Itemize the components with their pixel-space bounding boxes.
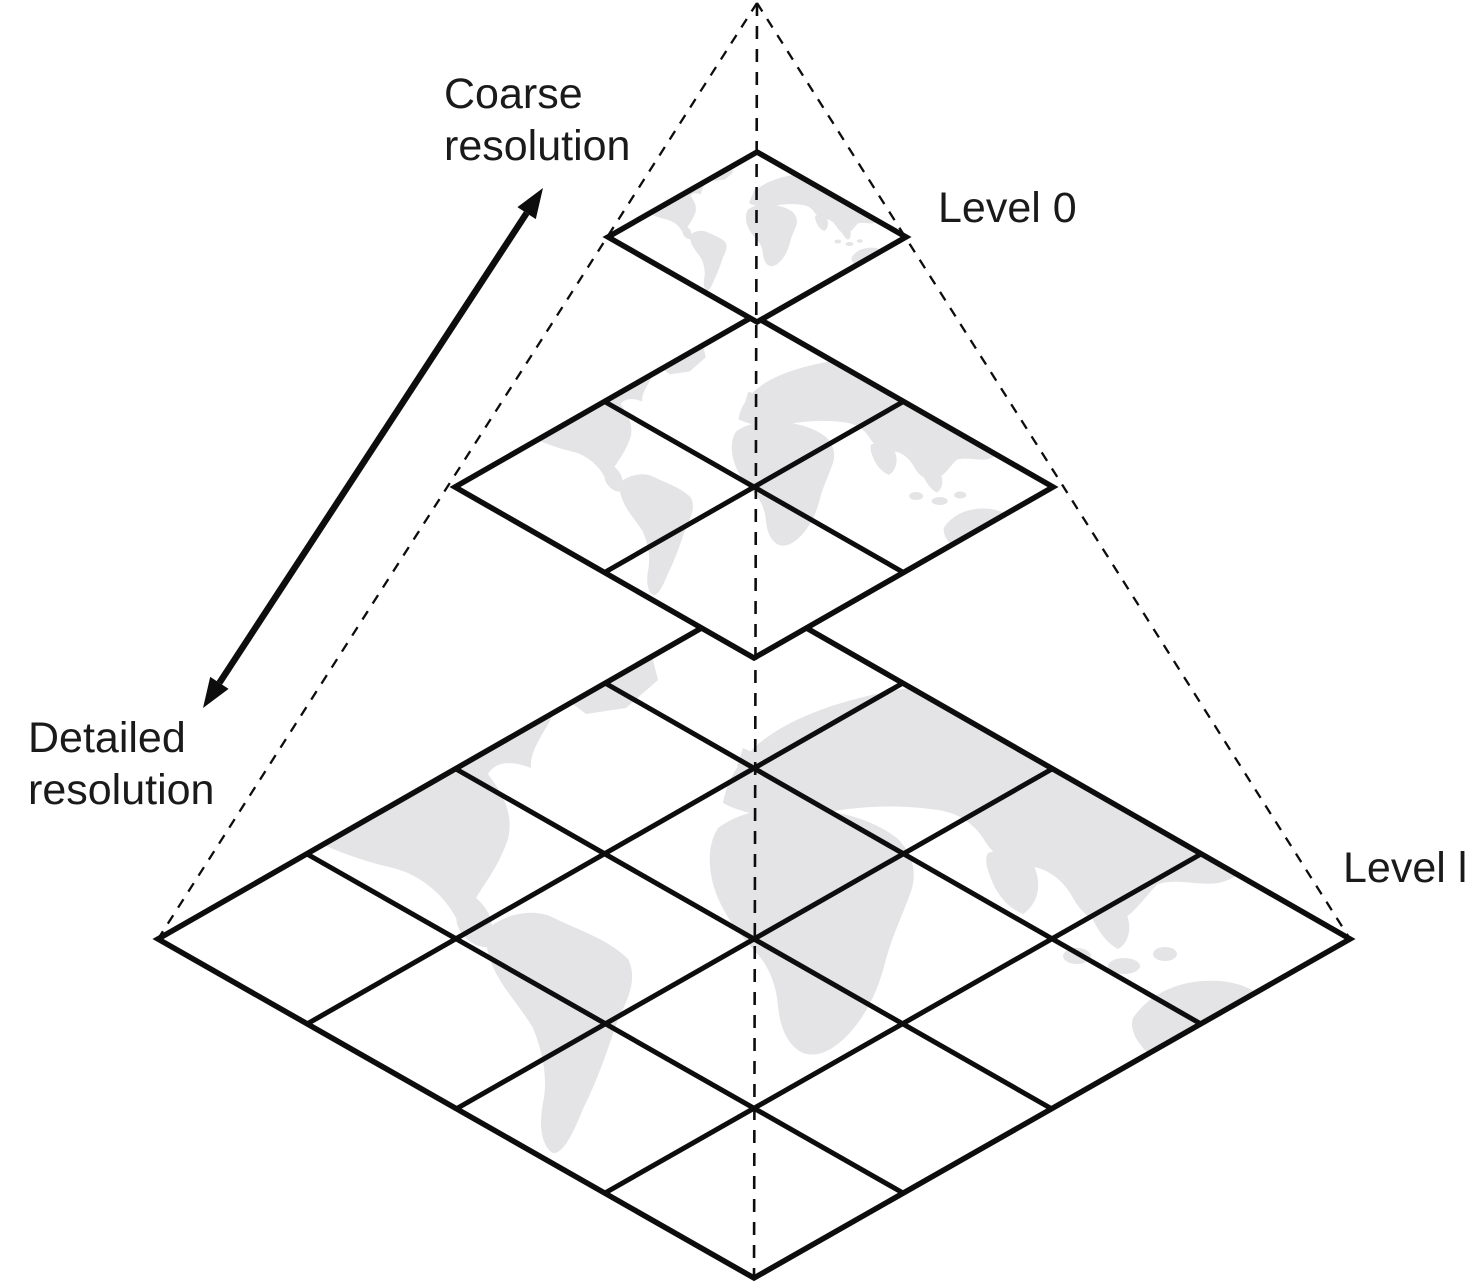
coarse-resolution-label: Coarse resolution — [444, 68, 630, 172]
pyramid-edge-left-dashed — [157, 2, 758, 940]
detailed-resolution-label: Detailed resolution — [28, 712, 214, 816]
level-mid-grid-lines — [603, 399, 905, 575]
arrowhead-up-icon — [517, 188, 543, 220]
coarse-resolution-line2: resolution — [444, 122, 631, 170]
level-l-grid-lines — [305, 680, 1203, 1196]
level-mid-tile-grid — [449, 312, 1059, 662]
arrowhead-down-icon — [203, 676, 229, 708]
resolution-arrow — [203, 188, 543, 708]
level-0-label: Level 0 — [938, 184, 1077, 232]
level-l-tile-grid — [152, 594, 1356, 1282]
level-0-outline — [602, 148, 912, 326]
pyramid-edge-right-dashed — [756, 2, 1351, 940]
level-mid-outline — [449, 312, 1059, 662]
detailed-resolution-line2: resolution — [28, 766, 215, 814]
level-l-label: Level l — [1343, 844, 1468, 892]
coarse-resolution-line1: Coarse — [444, 70, 583, 118]
detailed-resolution-line1: Detailed — [28, 714, 186, 762]
pyramid-center-axis-dashed — [752, 2, 759, 1279]
